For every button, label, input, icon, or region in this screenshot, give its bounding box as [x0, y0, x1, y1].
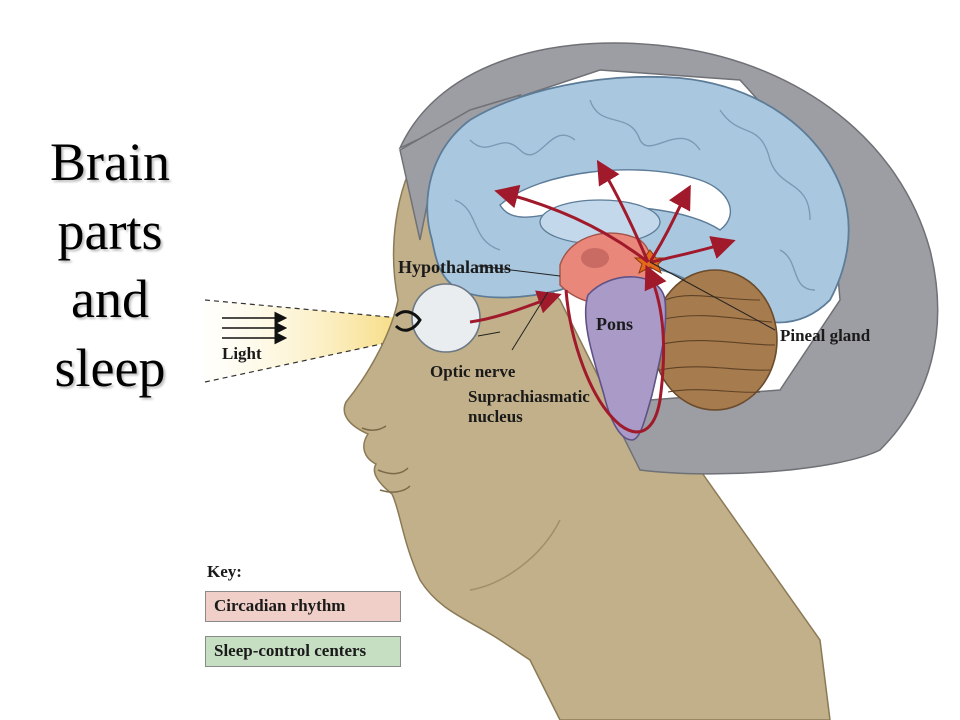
eyeball [411, 283, 481, 353]
key-sleep-control-centers: Sleep-control centers [205, 636, 401, 667]
light-arrows-icon [222, 311, 288, 345]
slide-title: Brain parts and sleep [20, 128, 200, 402]
label-optic-nerve: Optic nerve [430, 362, 516, 381]
title-line: and [71, 269, 149, 330]
label-hypothalamus: Hypothalamus [398, 257, 511, 277]
label-scn-line1: Suprachiasmatic [468, 387, 590, 406]
jaw-line [469, 519, 561, 591]
label-pons: Pons [596, 314, 633, 334]
cerebellum-folia [657, 295, 776, 393]
cortex-projection-arrows [494, 159, 736, 264]
label-light: Light [222, 344, 262, 363]
nostril [361, 425, 387, 431]
key-title: Key: [207, 562, 242, 581]
hair [398, 42, 939, 475]
eyelid [394, 310, 422, 332]
optic-nerve-path [469, 290, 562, 324]
light-beam-edge [204, 339, 401, 383]
circadian-loop [564, 264, 667, 434]
label-pineal-gland: Pineal gland [780, 326, 871, 345]
label-scn-line2: nucleus [468, 407, 523, 426]
gyri [454, 99, 816, 291]
leader-lines [477, 261, 776, 351]
title-line: Brain [50, 132, 170, 192]
hypothalamus-nucleus [581, 248, 609, 268]
light-beam-edge [204, 299, 401, 319]
title-line: sleep [54, 337, 166, 398]
lips [377, 467, 411, 493]
title-line: parts [57, 200, 163, 261]
cerebellum [652, 269, 778, 411]
key-circadian-rhythm: Circadian rhythm [205, 591, 401, 622]
light-beam [205, 300, 400, 382]
